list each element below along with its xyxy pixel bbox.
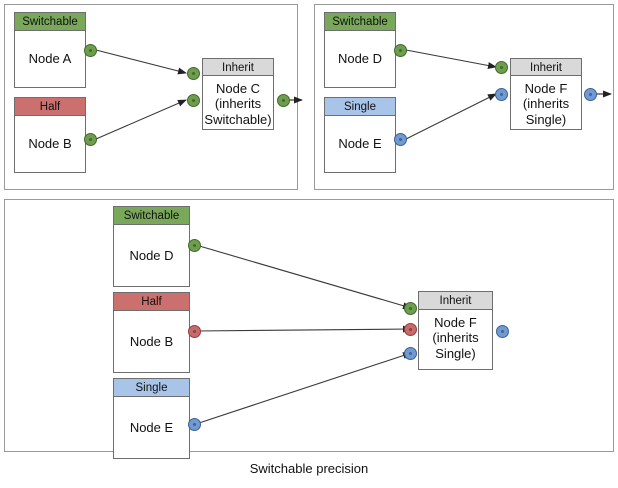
node-f2[interactable]: Inherit Node F (inherits Single) — [418, 291, 493, 370]
node-c-body: Node C (inherits Switchable) — [204, 81, 272, 127]
panel-bottom — [4, 199, 614, 452]
node-c-header: Inherit — [203, 59, 273, 77]
port-f2-out[interactable] — [496, 325, 509, 338]
node-d2-body: Node D — [129, 247, 174, 263]
node-b[interactable]: Half Node B — [14, 97, 86, 173]
node-f2-body: Node F (inherits Single) — [432, 315, 479, 361]
port-c-out[interactable] — [277, 94, 290, 107]
node-f[interactable]: Inherit Node F (inherits Single) — [510, 58, 582, 130]
node-d2-header: Switchable — [114, 207, 189, 225]
node-d2[interactable]: Switchable Node D — [113, 206, 190, 287]
port-e2-out[interactable] — [188, 418, 201, 431]
port-f2-in-1[interactable] — [404, 302, 417, 315]
node-b2[interactable]: Half Node B — [113, 292, 190, 373]
diagram-caption: Switchable precision — [249, 461, 369, 476]
node-c[interactable]: Inherit Node C (inherits Switchable) — [202, 58, 274, 130]
node-e[interactable]: Single Node E — [324, 97, 396, 173]
port-a-out[interactable] — [84, 44, 97, 57]
port-c-in-1[interactable] — [187, 67, 200, 80]
node-b-body: Node B — [28, 136, 72, 152]
node-b2-header: Half — [114, 293, 189, 311]
node-b2-body: Node B — [129, 333, 174, 349]
node-a-body: Node A — [28, 51, 72, 67]
port-e-out[interactable] — [394, 133, 407, 146]
node-f2-header: Inherit — [419, 292, 492, 310]
port-f-in-1[interactable] — [495, 61, 508, 74]
port-b-out[interactable] — [84, 133, 97, 146]
node-e2-header: Single — [114, 379, 189, 397]
port-f-out[interactable] — [584, 88, 597, 101]
node-d-header: Switchable — [325, 13, 395, 31]
port-d2-out[interactable] — [188, 239, 201, 252]
node-e-body: Node E — [338, 136, 382, 152]
port-c-in-2[interactable] — [187, 94, 200, 107]
node-e-header: Single — [325, 98, 395, 116]
port-f2-in-2[interactable] — [404, 323, 417, 336]
node-f-header: Inherit — [511, 59, 581, 77]
port-b2-out[interactable] — [188, 325, 201, 338]
node-b-header: Half — [15, 98, 85, 116]
port-d-out[interactable] — [394, 44, 407, 57]
node-d[interactable]: Switchable Node D — [324, 12, 396, 88]
port-f2-in-3[interactable] — [404, 347, 417, 360]
node-e2[interactable]: Single Node E — [113, 378, 190, 459]
node-a[interactable]: Switchable Node A — [14, 12, 86, 88]
node-a-header: Switchable — [15, 13, 85, 31]
node-e2-body: Node E — [129, 419, 174, 435]
node-d-body: Node D — [337, 51, 383, 67]
node-f-body: Node F (inherits Single) — [522, 81, 570, 127]
port-f-in-2[interactable] — [495, 88, 508, 101]
